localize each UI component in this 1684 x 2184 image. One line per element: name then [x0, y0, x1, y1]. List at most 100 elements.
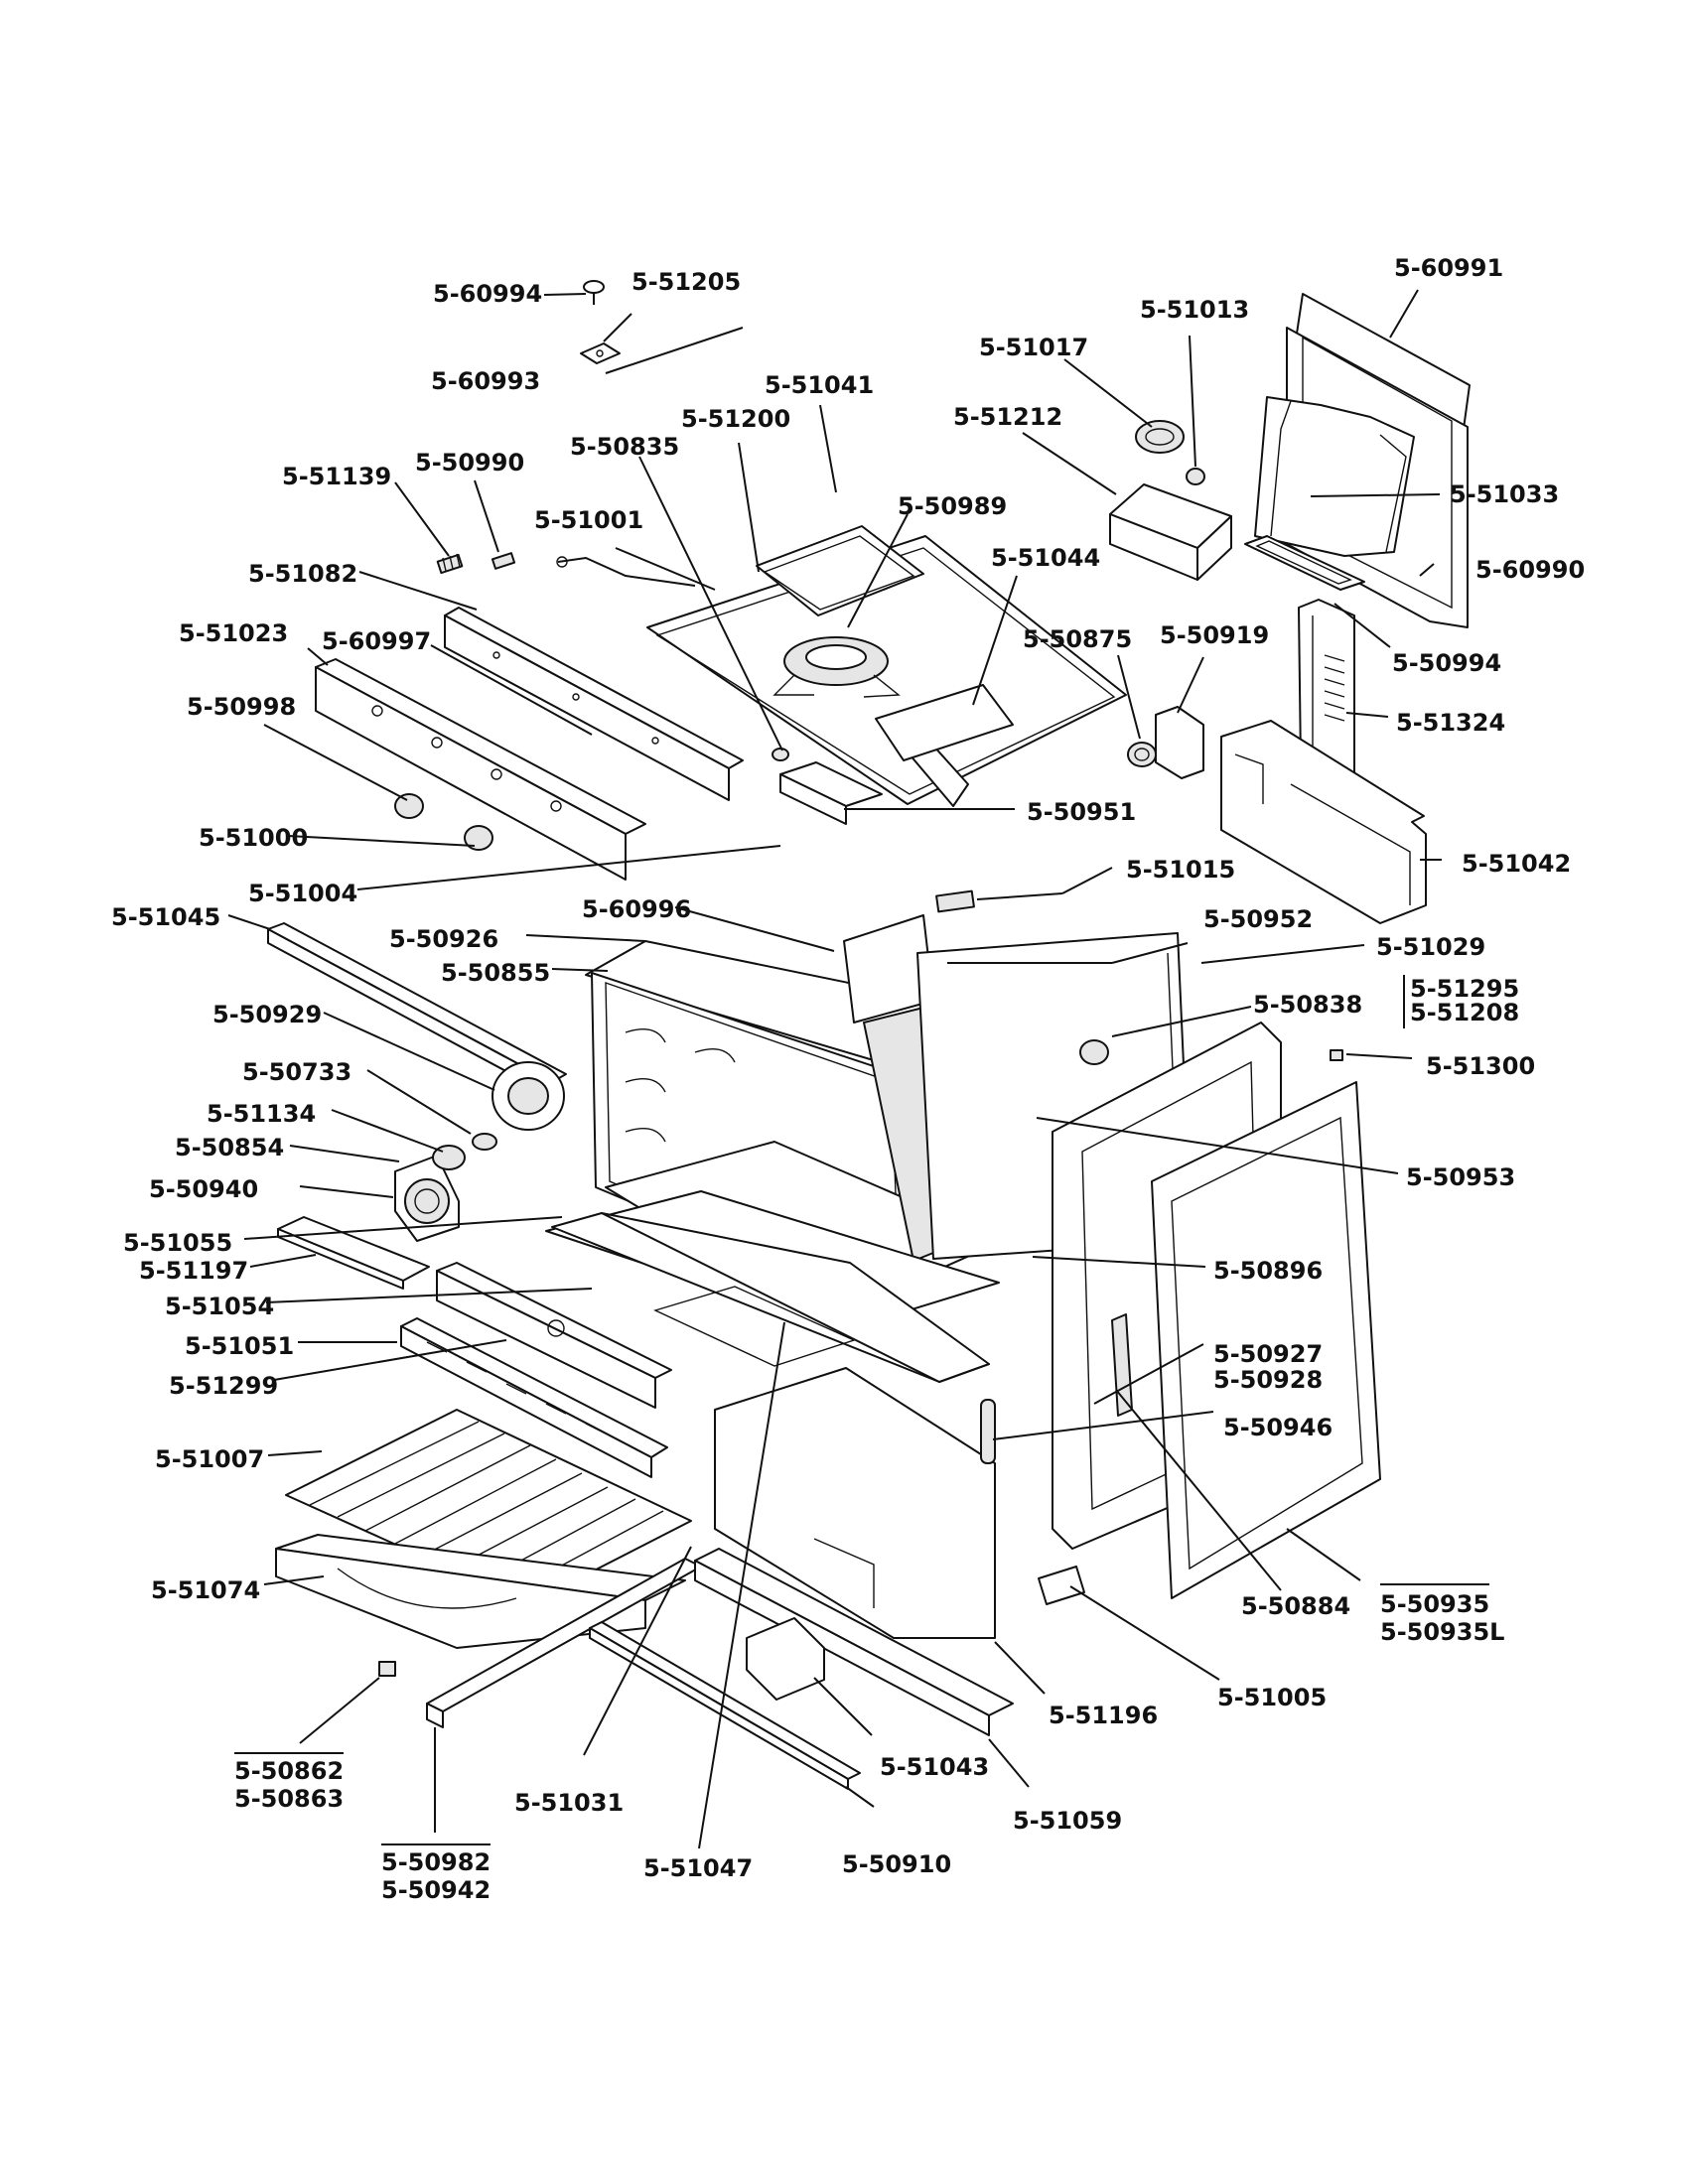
label-5-51208: 5-51208 — [1410, 999, 1519, 1026]
label-5-51082: 5-51082 — [248, 560, 357, 588]
switch-part — [1127, 742, 1157, 767]
label-5-51324: 5-51324 — [1396, 709, 1505, 737]
label-5-51197: 5-51197 — [139, 1257, 248, 1285]
gasket-frame-part — [1244, 535, 1365, 591]
label-5-51212: 5-51212 — [953, 403, 1062, 431]
label-5-50854: 5-50854 — [175, 1134, 284, 1161]
label-5-51031: 5-51031 — [514, 1789, 624, 1817]
label-5-50990: 5-50990 — [415, 449, 524, 477]
drawer-rail-part — [426, 1558, 702, 1728]
label-5-51059: 5-51059 — [1013, 1807, 1122, 1835]
hinge-bracket-part — [746, 1617, 825, 1701]
long-rod-part — [589, 1621, 861, 1790]
label-5-51045: 5-51045 — [111, 903, 220, 931]
label-5-51300: 5-51300 — [1426, 1052, 1535, 1080]
knob-door-part — [1079, 1039, 1343, 1065]
label-5-51134: 5-51134 — [207, 1100, 316, 1128]
label-5-50910: 5-50910 — [842, 1850, 951, 1878]
door-handle-part — [980, 1399, 996, 1464]
mount-bracket-part — [1155, 706, 1204, 779]
label-5-60990: 5-60990 — [1475, 556, 1585, 584]
small-bracket-part — [580, 342, 621, 364]
label-5-50896: 5-50896 — [1213, 1257, 1323, 1285]
label-5-51017: 5-51017 — [979, 334, 1088, 361]
label-5-51033: 5-51033 — [1450, 480, 1559, 508]
label-5-50927: 5-50927 — [1213, 1340, 1323, 1368]
spring-part — [436, 553, 464, 575]
label-5-50928: 5-50928 — [1213, 1366, 1323, 1394]
label-5-50982: 5-50982 — [381, 1848, 491, 1876]
door-glass-part — [1151, 1081, 1381, 1599]
front-skirt-part — [694, 1548, 1014, 1736]
label-5-51295: 5-51295 — [1410, 975, 1519, 1003]
label-5-50935L: 5-50935L — [1380, 1618, 1504, 1646]
label-5-50998: 5-50998 — [187, 693, 296, 721]
label-5-51015: 5-51015 — [1126, 856, 1235, 884]
label-5-50838: 5-50838 — [1253, 991, 1362, 1019]
label-5-51001: 5-51001 — [534, 506, 643, 534]
label-5-60997: 5-60997 — [322, 627, 431, 655]
front-bracket-part — [444, 607, 744, 801]
label-5-60991: 5-60991 — [1394, 254, 1503, 282]
label-5-50835: 5-50835 — [570, 433, 679, 461]
label-5-50952: 5-50952 — [1203, 905, 1313, 933]
label-5-50863: 5-50863 — [234, 1785, 344, 1813]
label-5-51029: 5-51029 — [1376, 933, 1485, 961]
label-5-51043: 5-51043 — [880, 1753, 989, 1781]
label-5-51005: 5-51005 — [1217, 1684, 1327, 1711]
label-5-50946: 5-50946 — [1223, 1414, 1333, 1441]
label-5-51004: 5-51004 — [248, 880, 357, 907]
label-5-50942: 5-50942 — [381, 1876, 491, 1904]
label-5-51139: 5-51139 — [282, 463, 391, 490]
knob-part — [394, 793, 493, 851]
label-5-51051: 5-51051 — [185, 1332, 294, 1360]
shelf-plate-part — [277, 1216, 430, 1290]
label-5-51196: 5-51196 — [1049, 1702, 1158, 1729]
label-5-60993: 5-60993 — [431, 367, 540, 395]
box-part — [1109, 483, 1232, 581]
label-5-50951: 5-50951 — [1027, 798, 1136, 826]
coil-part — [1135, 420, 1185, 454]
label-5-60996: 5-60996 — [582, 895, 691, 923]
label-5-50919: 5-50919 — [1160, 621, 1269, 649]
side-rail-part — [267, 922, 567, 1097]
floor-panel-part — [551, 1212, 990, 1383]
label-5-51200: 5-51200 — [681, 405, 790, 433]
label-5-51299: 5-51299 — [169, 1372, 278, 1400]
label-5-51013: 5-51013 — [1140, 296, 1249, 324]
label-5-51074: 5-51074 — [151, 1576, 260, 1604]
screw-part — [583, 280, 605, 305]
burner-part — [772, 636, 901, 698]
label-5-50926: 5-50926 — [389, 925, 498, 953]
callout-labels: 5-60994 5-51205 5-60993 5-51139 5-50990 … — [111, 254, 1585, 1904]
label-5-51007: 5-51007 — [155, 1445, 264, 1473]
part-drawings — [267, 280, 1471, 1790]
clip-left-part — [378, 1661, 396, 1677]
label-5-50929: 5-50929 — [212, 1001, 322, 1028]
label-5-50855: 5-50855 — [441, 959, 550, 987]
label-5-50733: 5-50733 — [242, 1058, 351, 1086]
label-5-51205: 5-51205 — [632, 268, 741, 296]
cover-plate-part — [756, 525, 924, 616]
vent-grille-part — [400, 1317, 668, 1478]
label-5-51041: 5-51041 — [765, 371, 874, 399]
label-5-51000: 5-51000 — [199, 824, 308, 852]
housing-part — [1220, 720, 1427, 924]
label-5-50994: 5-50994 — [1392, 649, 1501, 677]
label-5-50989: 5-50989 — [898, 492, 1007, 520]
fan-part — [491, 1061, 565, 1131]
label-5-51042: 5-51042 — [1462, 850, 1571, 878]
label-5-60994: 5-60994 — [433, 280, 542, 308]
top-panel-part — [646, 535, 1127, 807]
label-5-50862: 5-50862 — [234, 1757, 344, 1785]
heat-shield-part — [436, 1262, 672, 1409]
clip-part — [491, 552, 516, 570]
label-5-50884: 5-50884 — [1241, 1592, 1350, 1620]
latch-part — [1038, 1566, 1085, 1605]
label-5-50940: 5-50940 — [149, 1175, 258, 1203]
label-5-50953: 5-50953 — [1406, 1163, 1515, 1191]
bracket-part — [772, 748, 883, 825]
leader-lines — [227, 289, 1442, 1849]
control-panel-part — [315, 658, 646, 881]
